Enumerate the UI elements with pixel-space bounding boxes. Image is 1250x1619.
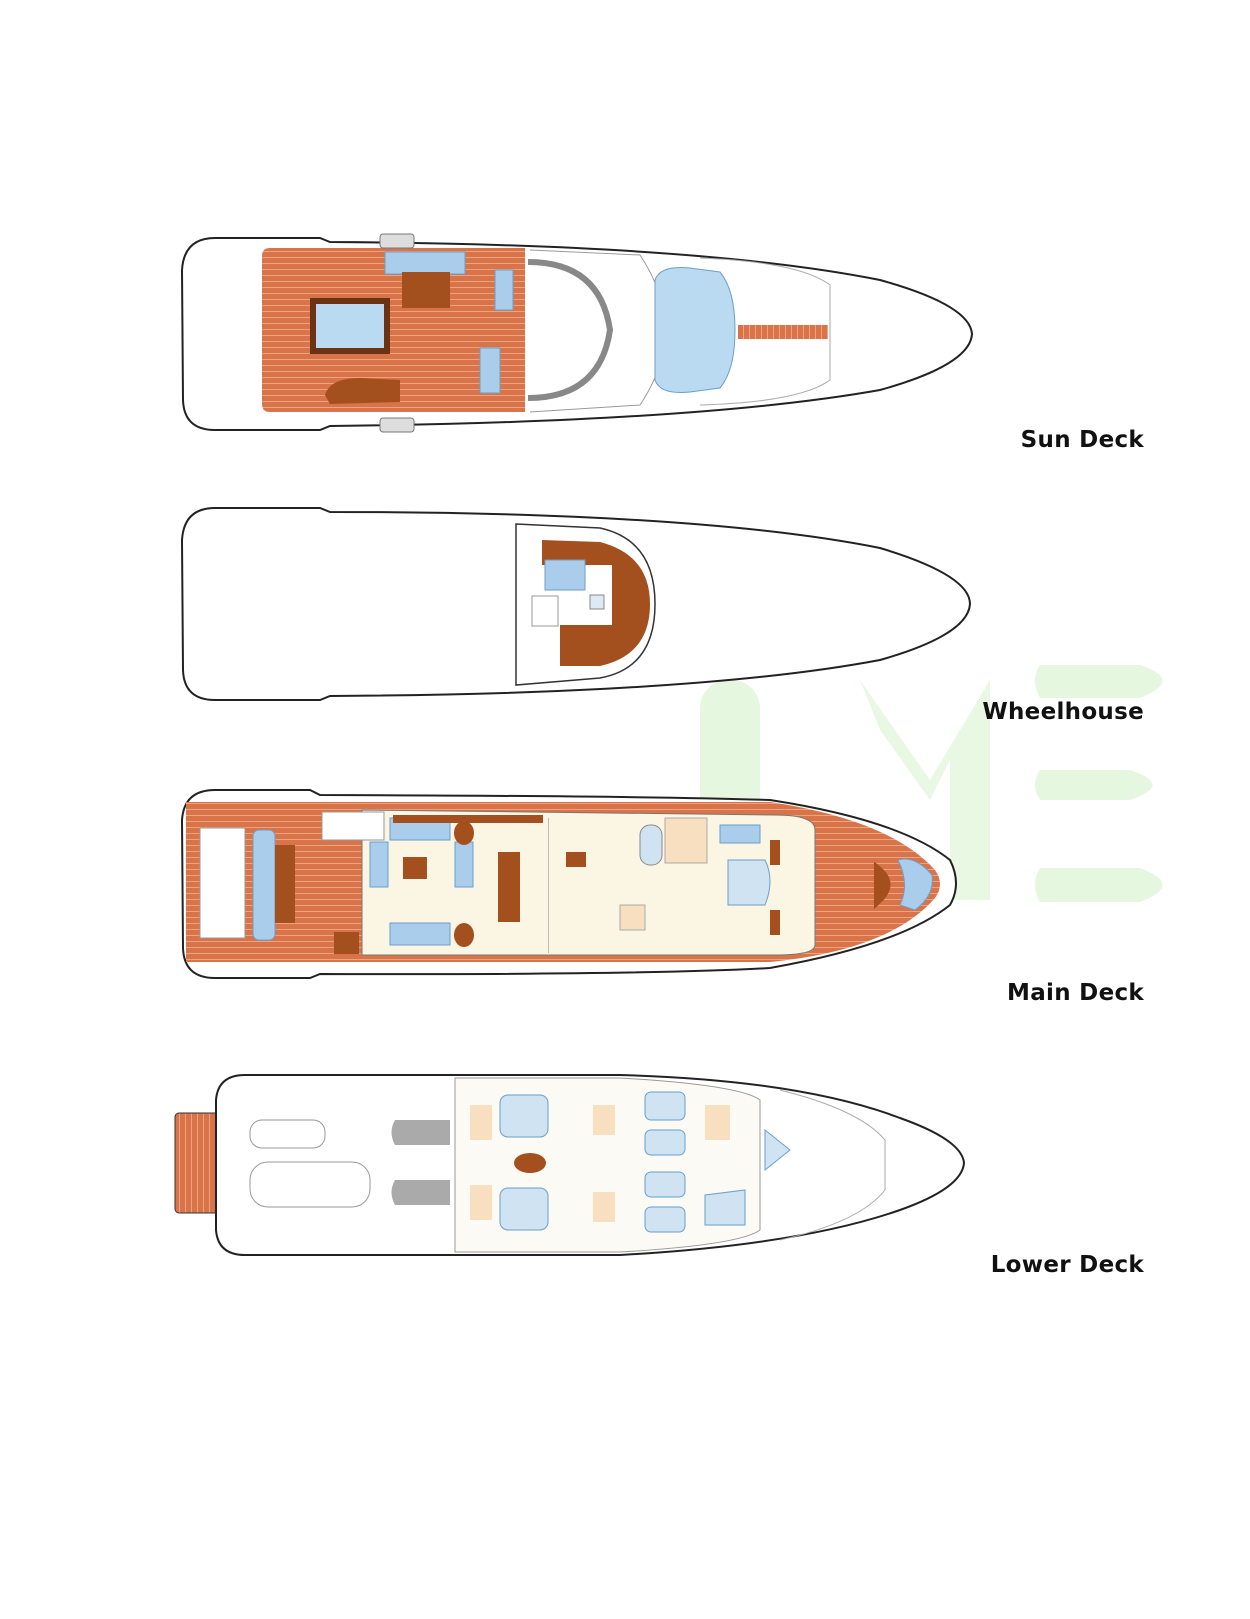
wheelhouse-label: Wheelhouse [982, 699, 1144, 725]
wheelhouse-plan [180, 507, 972, 701]
main-deck-label: Main Deck [1007, 980, 1144, 1006]
lower-deck-plan [174, 1074, 966, 1256]
main-deck-plan [180, 789, 957, 979]
sun-deck-label: Sun Deck [1020, 427, 1144, 453]
lower-deck-label: Lower Deck [990, 1252, 1144, 1278]
sun-deck-plan [180, 233, 974, 433]
